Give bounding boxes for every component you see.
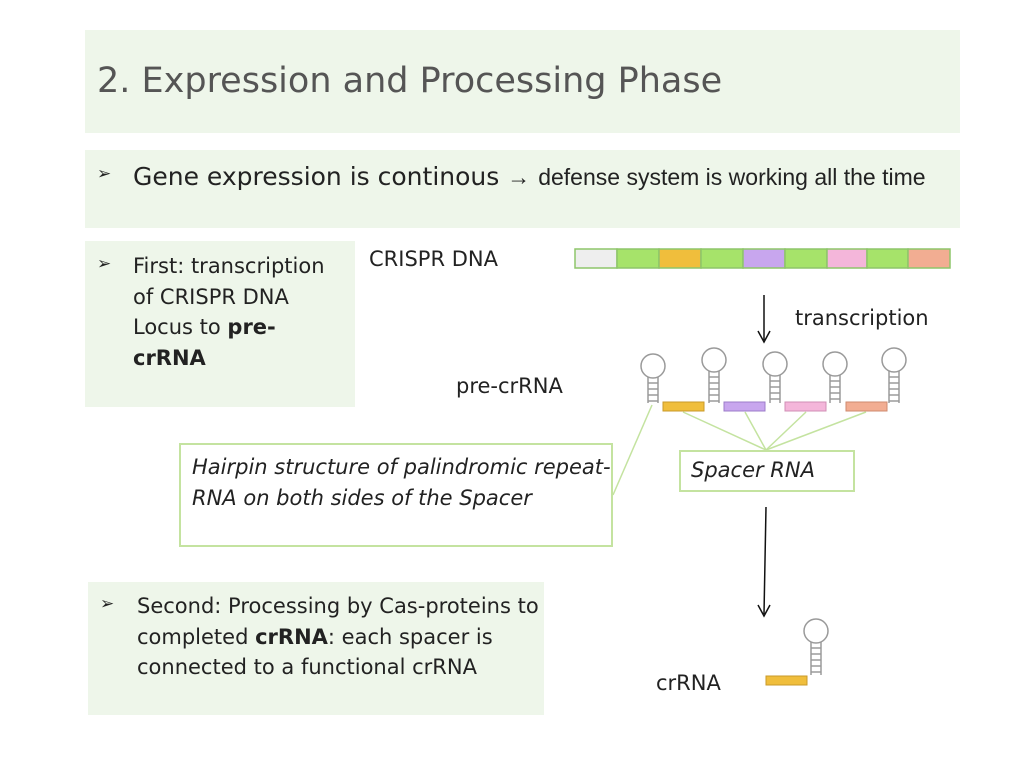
point-expression-main: Gene expression is continous (133, 162, 500, 191)
spacer-connector (765, 411, 867, 451)
hairpin-callout-text: Hairpin structure of palindromic repeat-… (192, 455, 611, 510)
spacer-segment (845, 401, 888, 412)
processing-arrow (757, 506, 771, 618)
hairpin-icon (822, 351, 848, 403)
dna-leader-segment (574, 248, 618, 269)
crispr-dna-label: CRISPR DNA (369, 247, 498, 271)
point-transcription-prefix: First: transcription of CRISPR DNA Locus… (133, 254, 325, 339)
hairpin-icon (803, 618, 829, 675)
spacer-connector (744, 411, 767, 451)
point-transcription-box: ➢ First: transcription of CRISPR DNA Loc… (85, 241, 355, 407)
point-processing-prefix: Second: Processing by Cas-proteins to co… (137, 594, 539, 649)
spacer-segment (662, 401, 705, 412)
dna-repeat-segment (700, 248, 744, 269)
spacer-rna-callout: Spacer RNA (679, 450, 855, 492)
point-transcription-text: First: transcription of CRISPR DNA Locus… (133, 251, 348, 373)
pre-crrna-hairpins (640, 347, 907, 403)
point-processing-suffix: : each spacer is connected to a function… (137, 624, 493, 680)
crispr-dna-strip (574, 248, 951, 269)
bullet-arrow-icon: ➢ (97, 254, 112, 274)
dna-repeat-segment (866, 248, 909, 269)
pre-crrna-label: pre-crRNA (456, 374, 563, 398)
pre-crrna-spacers (662, 401, 888, 412)
spacer-segment (784, 401, 827, 412)
point-expression-arrow: → (507, 164, 531, 190)
spacer-connector (765, 411, 807, 451)
spacer-rna-callout-text: Spacer RNA (691, 458, 815, 482)
dna-spacer-segment (826, 248, 868, 269)
hairpin-icon (881, 347, 907, 403)
point-processing-text: Second: Processing by Cas-proteins to co… (137, 591, 557, 683)
spacer-segment (723, 401, 766, 412)
bullet-arrow-icon: ➢ (97, 164, 112, 184)
title-box: 2. Expression and Processing Phase (85, 30, 960, 133)
dna-spacer-segment (742, 248, 786, 269)
hairpin-icon (762, 351, 788, 403)
spacer-segment (765, 675, 808, 686)
point-processing-box: ➢ Second: Processing by Cas-proteins to … (88, 582, 544, 715)
transcription-arrow (757, 295, 771, 344)
hairpin-icon (701, 347, 727, 403)
spacer-connector (682, 411, 767, 451)
point-expression-text: Gene expression is continous → defense s… (133, 160, 953, 194)
point-expression-rest: defense system is working all the time (538, 164, 926, 190)
hairpin-icon (640, 353, 666, 403)
point-transcription-bold: pre-crRNA (133, 315, 276, 370)
dna-spacer-segment (907, 248, 951, 269)
hairpin-connector (612, 404, 653, 496)
page-title: 2. Expression and Processing Phase (97, 61, 723, 101)
dna-spacer-segment (658, 248, 702, 269)
hairpin-callout: Hairpin structure of palindromic repeat-… (179, 443, 613, 547)
transcription-label: transcription (795, 306, 929, 330)
point-processing-bold: crRNA (255, 624, 328, 649)
crrna-molecule (765, 618, 829, 686)
point-expression-box: ➢ Gene expression is continous → defense… (85, 150, 960, 228)
dna-repeat-segment (616, 248, 660, 269)
crrna-label: crRNA (656, 671, 721, 695)
bullet-arrow-icon: ➢ (100, 594, 115, 614)
dna-repeat-segment (784, 248, 828, 269)
callout-connectors (612, 404, 867, 496)
